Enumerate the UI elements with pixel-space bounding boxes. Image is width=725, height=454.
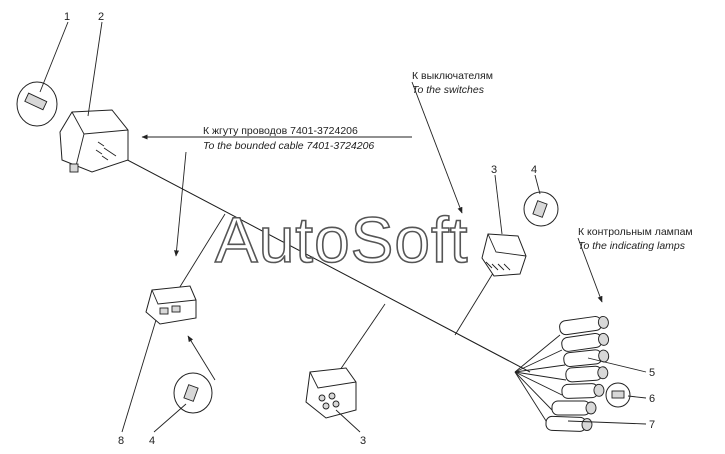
lamps-label-en: To the indicating lamps [578, 240, 686, 252]
callout-4-top: 4 [531, 164, 537, 176]
part-8-connector [145, 285, 197, 325]
harness-label-en: To the bounded cable 7401-3724206 [203, 140, 374, 152]
part-3-connector-top [481, 233, 527, 277]
switches-label-ru: К выключателям [412, 70, 493, 82]
callout-3-bottom: 3 [360, 435, 366, 447]
callout-1: 1 [64, 11, 70, 23]
callout-4-bottom: 4 [149, 435, 155, 447]
callout-8: 8 [118, 435, 124, 447]
main-harness-trunk [117, 154, 531, 373]
part-6-terminal [605, 382, 631, 408]
callout-7: 7 [649, 419, 655, 431]
callout-6: 6 [649, 393, 655, 405]
part-4-terminal-bottom [173, 372, 213, 414]
switches-label-en: To the switches [412, 84, 485, 96]
part-4-terminal-top [523, 191, 559, 227]
callout-leaders [39, 21, 647, 433]
branch-wires [177, 213, 567, 425]
part-3-connector-bottom [305, 367, 357, 419]
callout-2: 2 [98, 11, 104, 23]
part-1-terminal [16, 81, 58, 127]
part-2-block-connector [59, 109, 129, 173]
harness-label-ru: К жгуту проводов 7401-3724206 [203, 125, 358, 137]
callout-5: 5 [649, 367, 655, 379]
callout-3-top: 3 [491, 164, 497, 176]
annotation-arrows [141, 81, 603, 381]
watermark: AutoSoft [215, 204, 469, 276]
lamp-sockets [545, 315, 610, 432]
lamps-label-ru: К контрольным лампам [578, 226, 693, 238]
